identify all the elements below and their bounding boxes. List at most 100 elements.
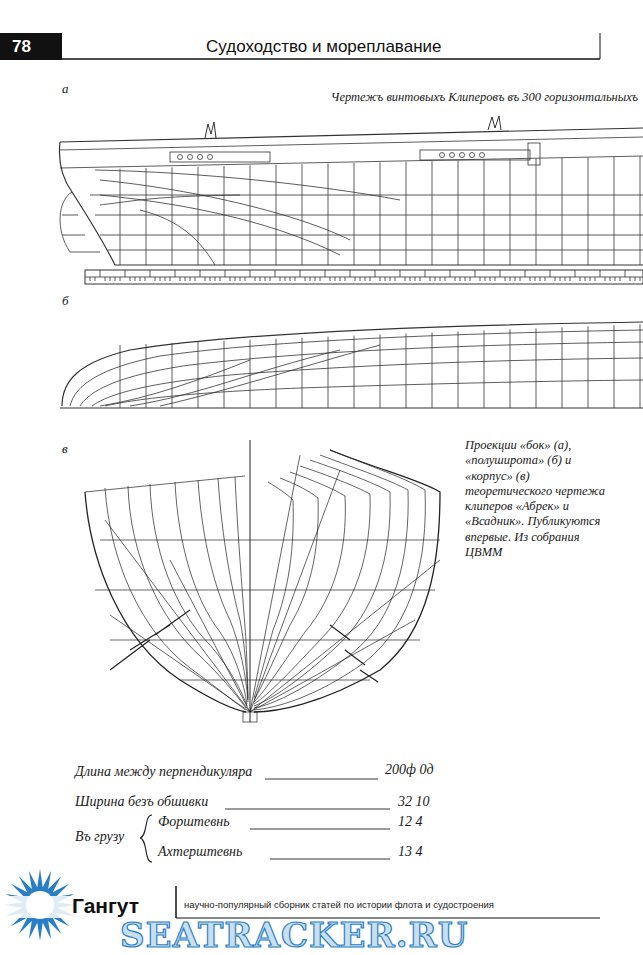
panel-letter: а: [62, 82, 69, 97]
station-line: [302, 338, 303, 408]
station-line: [120, 169, 121, 265]
scale-tick: [120, 277, 121, 281]
scale-tick: [510, 277, 511, 281]
scale-tick: [155, 277, 156, 281]
scale-tick: [380, 277, 381, 281]
scale-tick: [625, 270, 626, 277]
station-line: [146, 168, 147, 265]
scale-tick: [615, 277, 616, 281]
scale-tick: [370, 277, 371, 281]
station-line: [562, 158, 563, 265]
station-line: [536, 328, 537, 408]
profile-view: [60, 116, 643, 284]
station-line: [302, 164, 303, 265]
half-breadth-view: [60, 322, 643, 408]
scale-tick: [605, 277, 606, 281]
drawing-title: Чертежъ винтовыхъ Клиперовъ въ 300 гориз…: [331, 90, 638, 104]
scale-tick: [445, 277, 446, 281]
scale-tick: [550, 270, 551, 277]
scale-tick: [265, 277, 266, 281]
station-line: [172, 343, 173, 408]
scale-tick: [430, 277, 431, 281]
station-line: [120, 345, 121, 408]
station-line: [250, 165, 251, 265]
table-label: Длина между перпендикуляра: [75, 764, 252, 780]
station-line: [510, 159, 511, 265]
scale-tick: [360, 277, 361, 281]
scale-tick: [620, 277, 621, 281]
station-line: [354, 336, 355, 408]
scale-tick: [395, 277, 396, 281]
station-line: [562, 327, 563, 408]
station-line: [172, 167, 173, 265]
scale-tick: [135, 277, 136, 281]
station-line: [588, 326, 589, 408]
scale-tick: [475, 270, 476, 277]
scale-tick: [335, 277, 336, 281]
station-line: [328, 164, 329, 265]
scale-tick: [145, 277, 146, 281]
scale-tick: [105, 277, 106, 281]
station-line: [432, 333, 433, 408]
scale-tick: [340, 277, 341, 281]
scale-tick: [275, 270, 276, 277]
station-line: [354, 163, 355, 265]
station-line: [432, 161, 433, 265]
scale-tick: [600, 270, 601, 277]
scale-tick: [595, 277, 596, 281]
table-value: 12 4: [398, 814, 423, 830]
station-line: [328, 337, 329, 408]
station-line: [276, 339, 277, 408]
scale-tick: [505, 277, 506, 281]
scale-tick: [495, 277, 496, 281]
scale-tick: [545, 277, 546, 281]
scale-tick: [455, 277, 456, 281]
scale-tick: [320, 277, 321, 281]
scale-tick: [225, 270, 226, 277]
scale-tick: [345, 277, 346, 281]
scale-tick: [560, 277, 561, 281]
station-line: [406, 334, 407, 408]
station-line: [640, 156, 641, 265]
journal-name: Гангут: [72, 894, 139, 918]
table-label: Форштевнь: [158, 814, 230, 830]
scale-tick: [160, 277, 161, 281]
scale-tick: [295, 277, 296, 281]
scale-tick: [140, 277, 141, 281]
scale-tick: [255, 277, 256, 281]
scale-tick: [525, 270, 526, 277]
station-line: [276, 165, 277, 265]
scale-tick: [95, 277, 96, 281]
scale-tick: [640, 277, 641, 281]
scale-tick: [200, 270, 201, 277]
scale-tick: [215, 277, 216, 281]
scale-tick: [125, 270, 126, 277]
scale-tick: [390, 277, 391, 281]
scale-tick: [210, 277, 211, 281]
scale-tick: [460, 277, 461, 281]
scale-tick: [350, 270, 351, 277]
table-value: 32 10: [398, 794, 430, 810]
station-line: [484, 160, 485, 265]
scale-tick: [175, 270, 176, 277]
station-line: [614, 157, 615, 265]
scale-tick: [220, 277, 221, 281]
table-label: Въ грузу: [75, 829, 124, 845]
station-line: [458, 160, 459, 265]
table-value: 13 4: [398, 844, 423, 860]
scale-tick: [635, 277, 636, 281]
scale-tick: [315, 277, 316, 281]
table-label: Ахтерштевнь: [158, 844, 242, 860]
scale-tick: [465, 277, 466, 281]
scale-tick: [405, 277, 406, 281]
scale-tick: [185, 277, 186, 281]
scale-tick: [130, 277, 131, 281]
scale-tick: [555, 277, 556, 281]
scale-tick: [205, 277, 206, 281]
running-header: Судоходство и мореплавание: [206, 37, 442, 57]
station-line: [224, 166, 225, 265]
scale-tick: [150, 270, 151, 277]
body-plan-view: [85, 440, 440, 722]
scale-tick: [305, 277, 306, 281]
